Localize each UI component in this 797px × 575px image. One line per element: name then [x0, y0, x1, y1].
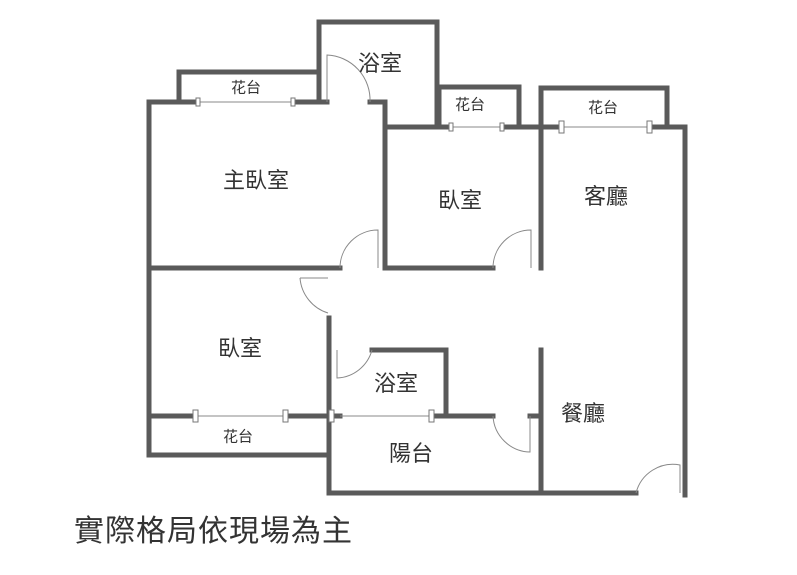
- room-label-bathroom-middle: 浴室: [373, 372, 419, 397]
- walls: [146, 19, 688, 498]
- room-label-planter-top-right: 花台: [587, 98, 619, 117]
- windows: [192, 97, 653, 423]
- room-label-balcony: 陽台: [388, 442, 434, 467]
- disclaimer-note: 實際格局依現場為主: [74, 514, 353, 549]
- doors: [299, 54, 681, 494]
- room-label-master-bedroom: 主臥室: [222, 169, 290, 194]
- room-label-living-room: 客廳: [583, 185, 629, 210]
- room-label-planter-top-left: 花台: [230, 78, 262, 97]
- room-label-bathroom-top: 浴室: [357, 52, 403, 77]
- room-label-bedroom-left: 臥室: [217, 337, 263, 362]
- room-label-dining-room: 餐廳: [560, 402, 606, 427]
- room-label-planter-bottom-left: 花台: [222, 427, 254, 446]
- room-label-planter-middle: 花台: [454, 95, 486, 114]
- room-label-bedroom-middle: 臥室: [437, 189, 483, 214]
